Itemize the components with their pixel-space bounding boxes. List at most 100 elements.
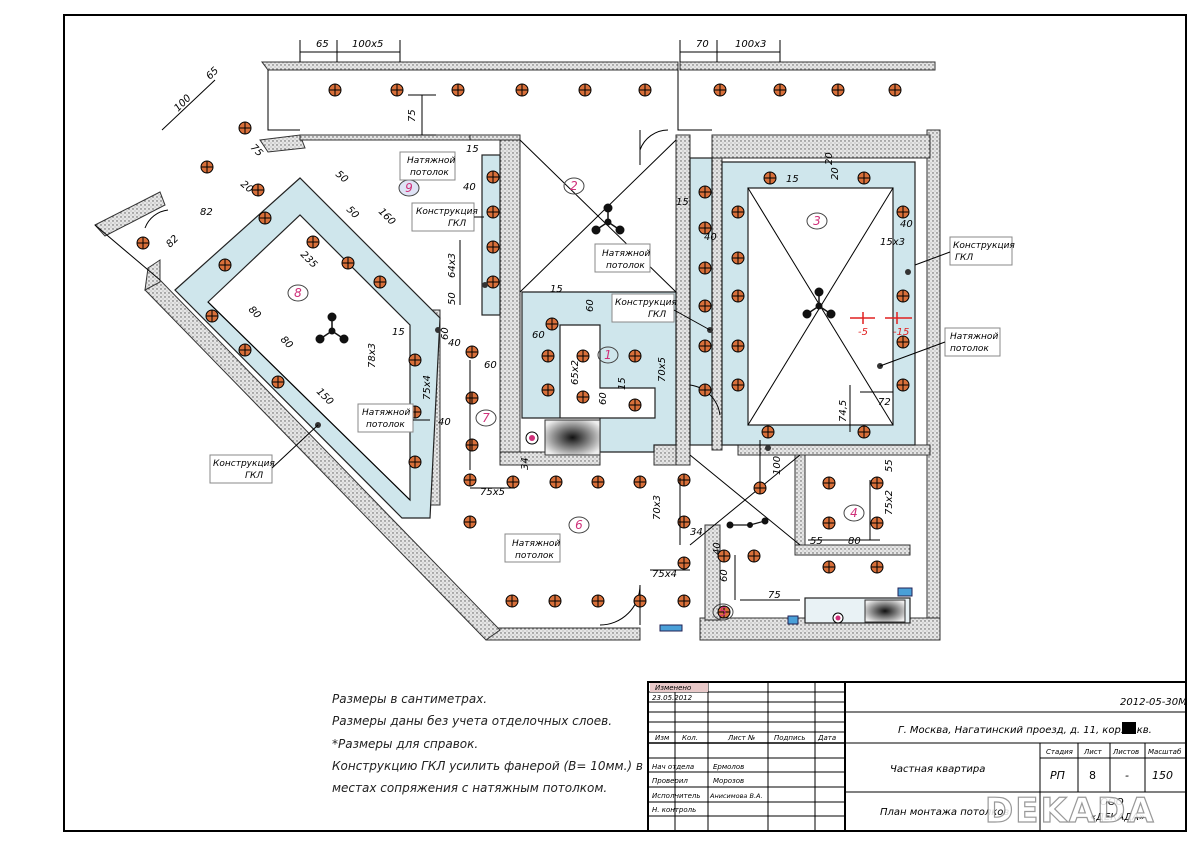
spotlight-icon <box>628 398 642 412</box>
dim-room9-75: 75 <box>407 109 418 122</box>
changed-label: Изменено <box>655 684 691 692</box>
dim-55a: 55 <box>884 459 895 472</box>
list-header: Лист <box>1083 748 1103 756</box>
sheet-title: План монтажа потолков <box>880 807 1009 818</box>
spotlight-icon <box>541 349 555 363</box>
svg-text:потолок: потолок <box>606 261 645 271</box>
spotlight-icon <box>463 515 477 529</box>
dim-40d: 40 <box>704 232 717 243</box>
dim-diag-75: 75 <box>248 142 265 159</box>
dim-50b: 50 <box>344 204 361 221</box>
object-name: Частная квартира <box>890 764 985 775</box>
spotlight-icon <box>136 236 150 250</box>
spotlight-icon <box>486 205 500 219</box>
room-number-marker: 9 <box>398 179 420 197</box>
note-finishing: Размеры даны без учета отделочных слоев. <box>332 714 613 728</box>
spotlight-icon <box>545 317 559 331</box>
spotlight-icon <box>548 594 562 608</box>
spotlight-icon <box>763 171 777 185</box>
spotlight-icon <box>677 556 691 570</box>
dim-65x2: 65x2 <box>570 360 581 385</box>
spotlight-icon <box>896 335 910 349</box>
dim-top-right-100x3: 100x3 <box>735 39 766 50</box>
room-number-marker: 7 <box>475 409 497 427</box>
spotlight-icon <box>373 275 387 289</box>
spotlight-icon <box>591 594 605 608</box>
dim-15a: 15 <box>392 327 405 338</box>
col-kol: Кол. <box>682 734 698 742</box>
spotlight-icon <box>576 390 590 404</box>
spotlight-icon <box>341 256 355 270</box>
note-units: Размеры в сантиметрах. <box>332 692 488 706</box>
red-marks <box>850 312 912 324</box>
svg-text:ГКЛ: ГКЛ <box>448 219 466 229</box>
room-number-marker: 8 <box>287 284 309 302</box>
svg-text:Натяжной: Натяжной <box>602 249 650 259</box>
spotlight-icon <box>408 455 422 469</box>
callout-gkl-8: Конструкция ГКЛ <box>209 424 319 484</box>
listov-value: - <box>1125 769 1129 782</box>
dim-82b: 82 <box>164 233 181 250</box>
svg-text:Конструкция: Конструкция <box>213 459 275 469</box>
dim-top-left-65: 65 <box>316 39 329 50</box>
callout-ceiling-6: Натяжной потолок <box>504 533 561 563</box>
dim-80c: 80 <box>848 536 861 547</box>
dim-55b: 55 <box>810 536 823 547</box>
watermark: DEKADA <box>985 791 1156 831</box>
stadia-value: РП <box>1050 769 1065 782</box>
gkl-constructions <box>174 154 916 624</box>
spotlight-icon <box>698 339 712 353</box>
role-1: Нач отдела <box>652 763 694 771</box>
callout-gkl-1: Конструкция ГКЛ <box>611 293 711 331</box>
spotlight-icon <box>633 594 647 608</box>
role-3: Исполнитель <box>652 792 701 800</box>
spotlight-icon <box>578 83 592 97</box>
dim-40e: 40 <box>900 219 913 230</box>
listov-header: Листов <box>1112 748 1139 756</box>
dim-60f: 60 <box>719 569 730 582</box>
spotlight-icon <box>633 475 647 489</box>
spotlight-icon <box>822 516 836 530</box>
spotlight-icon <box>465 438 479 452</box>
svg-text:Конструкция: Конструкция <box>953 241 1015 251</box>
spotlight-icon <box>870 560 884 574</box>
room-number-marker: 3 <box>806 212 828 230</box>
spotlight-icon <box>628 349 642 363</box>
dim-72: 72 <box>878 397 891 408</box>
name-2: Морозов <box>713 777 744 785</box>
spotlight-icon <box>677 473 691 487</box>
masshtab-value: 150 <box>1152 769 1173 782</box>
note-gkl-reinforce-2: местах сопряжения с натяжным потолком. <box>332 781 608 795</box>
dim-75b: 75 <box>768 590 781 601</box>
callout-gkl-3: Конструкция ГКЛ <box>914 236 1015 266</box>
spotlight-icon <box>870 476 884 490</box>
spotlight-icon <box>306 235 320 249</box>
note-reference: *Размеры для справок. <box>332 737 479 751</box>
name-3: Анисимова В.А. <box>709 792 763 800</box>
callout-ceiling-3: Натяжной потолок <box>879 327 1001 367</box>
chandeliers <box>315 203 836 529</box>
dim-top-right-70: 70 <box>696 39 709 50</box>
dim-60a: 60 <box>440 327 451 340</box>
spotlight-icon <box>857 425 871 439</box>
dim-80a: 80 <box>246 304 263 321</box>
dim-60d: 60 <box>585 299 596 312</box>
callout-ceiling-9: Натяжной потолок <box>399 151 456 181</box>
svg-text:Конструкция: Конструкция <box>416 207 478 217</box>
dim-40a: 40 <box>438 417 451 428</box>
dim-diag-65: 65 <box>204 65 221 82</box>
stadia-header: Стадия <box>1046 748 1073 756</box>
col-data: Дата <box>817 734 836 742</box>
spotlight-icon <box>731 251 745 265</box>
dim-70x5: 70x5 <box>657 357 668 382</box>
name-1: Ермолов <box>713 763 744 771</box>
spotlight-icon <box>717 605 731 619</box>
spotlight-icon <box>731 289 745 303</box>
col-izm: Изм <box>655 734 670 742</box>
note-gkl-reinforce: Конструкцию ГКЛ усилить фанерой (В= 10мм… <box>332 759 643 773</box>
dim-15c: 15 <box>550 284 563 295</box>
room-number: 1 <box>604 348 612 362</box>
svg-text:Натяжной: Натяжной <box>950 332 998 342</box>
spotlight-icon <box>896 205 910 219</box>
